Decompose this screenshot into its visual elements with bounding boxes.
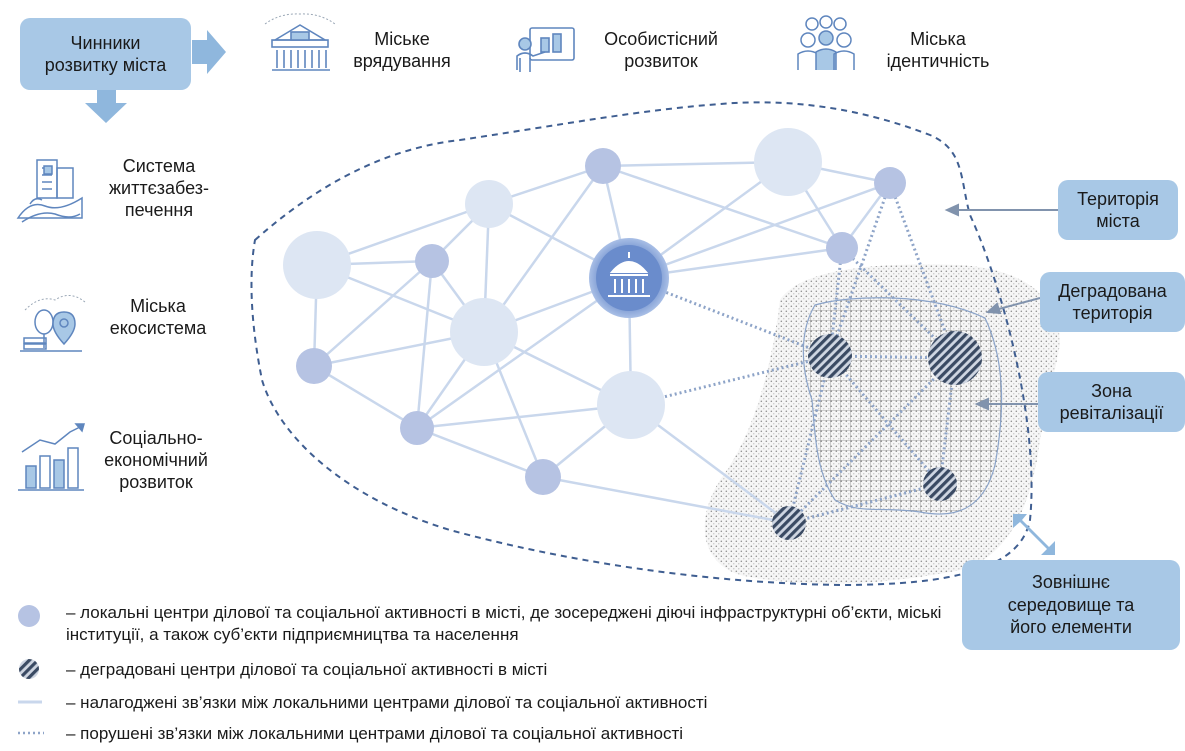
external-environment-label: Зовнішнє середовище та його елементи [1007,572,1135,638]
degraded-label: Деградована територія [1058,280,1167,324]
territory-label-box: Територія міста [1058,180,1178,240]
revitalization-label: Зона ревіталізації [1059,380,1164,424]
degraded-center-node [808,334,852,378]
degraded-center-node [772,506,806,540]
active-centers [283,128,906,495]
active-center-node [597,371,665,439]
factor-label-life-support: Система життєзабез-печення [108,156,209,220]
presentation-person-icon [516,27,575,72]
city-infrastructure-icon [16,159,83,223]
double-headed-arrow [1013,514,1055,555]
city-hall-center-icon [608,252,650,297]
factor-label-personal: Особистісний розвиток [604,29,718,71]
factor-label-socioeconomic: Соціально-економічний розвиток [104,428,208,492]
active-center-node [525,459,561,495]
active-center-node [283,231,351,299]
right-arrow [192,30,226,74]
degraded-center-node [923,467,957,501]
legend-dotted-links-text: – порушені зв’язки між локальними центра… [66,724,684,743]
factor-label-governance: Міське врядування [353,29,451,71]
down-arrow [85,90,127,123]
active-center-node [415,244,449,278]
external-environment-box: Зовнішнє середовище та його елементи [962,560,1180,650]
factors-title-box: Чинники розвитку міста [20,18,191,90]
active-center-node [585,148,621,184]
active-center-node [450,298,518,366]
legend-solid-links-text: – налагоджені зв’язки між локальними цен… [66,693,708,712]
territory-label: Територія міста [1077,188,1159,232]
active-center-node [296,348,332,384]
factors-title: Чинники розвитку міста [44,32,167,76]
factor-label-ecosystem: Міська екосистема [109,296,207,338]
city-territory-boundary [250,101,1033,587]
legend-active-centers-text: – локальні центри ділової та соціальної … [66,603,942,645]
active-center-node [826,232,858,264]
growth-chart-icon [18,423,85,491]
revitalization-label-box: Зона ревіталізації [1038,372,1185,432]
degraded-label-box: Деградована територія [1040,272,1185,332]
active-center-node [874,167,906,199]
active-center-node [754,128,822,196]
city-hall-icon [264,13,336,71]
legend-active-center-symbol [18,605,40,627]
degraded-centers [772,331,982,540]
active-center-node [400,411,434,445]
active-center-node [465,180,513,228]
degraded-center-node [928,331,982,385]
factor-label-identity: Міська ідентичність [886,29,990,71]
degraded-pointer-arrow [994,297,1041,311]
legend-degraded-center-symbol [19,659,39,679]
central-governance-node [589,238,669,318]
green-ecosystem-icon [20,295,86,352]
community-people-icon [797,15,855,70]
legend-degraded-centers-text: – деградовані центри ділової та соціальн… [66,660,548,679]
